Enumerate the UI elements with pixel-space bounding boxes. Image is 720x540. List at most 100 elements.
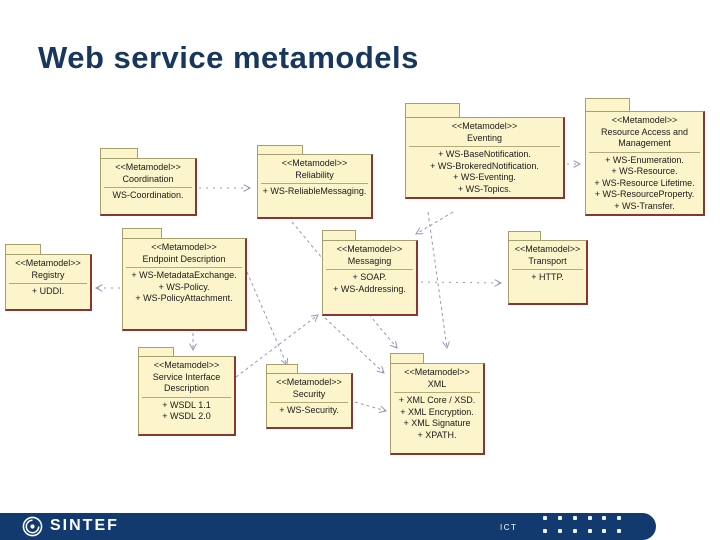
package-name: Service Interface Description xyxy=(152,371,221,394)
package-resource-access: <<Metamodel>>Resource Access and Managem… xyxy=(585,98,705,216)
package-divider xyxy=(9,283,87,284)
footer-bar: SINTEF ICT xyxy=(0,513,656,540)
package-divider xyxy=(512,269,583,270)
package-stereotype: <<Metamodel>> xyxy=(151,242,217,252)
package-tab xyxy=(100,148,138,158)
dot xyxy=(587,516,592,520)
package-item: + UDDI. xyxy=(31,286,65,296)
package-tab xyxy=(405,103,460,117)
package-item: + WS-Enumeration. xyxy=(605,154,684,165)
package-tab xyxy=(585,98,630,111)
package-eventing: <<Metamodel>>Eventing + WS-BaseNotificati… xyxy=(405,103,565,199)
package-item: + WS-ReliableMessaging. xyxy=(262,186,367,196)
package-item: + WS-Resource. xyxy=(611,166,678,176)
package-item: + WS-PolicyAttachment. xyxy=(135,293,233,303)
package-item: + HTTP. xyxy=(531,272,564,282)
package-item: + WSDL 2.0 xyxy=(162,411,211,421)
package-security: <<Metamodel>>Security + WS-Security. xyxy=(266,364,353,429)
package-item: + XML Encryption. xyxy=(400,406,474,417)
dot xyxy=(557,516,562,520)
package-xml: <<Metamodel>>XML + XML Core / XSD.+ XML E… xyxy=(390,353,485,455)
package-item: + WS-BrokeredNotification. xyxy=(430,160,539,171)
connector-eventing-to-xml xyxy=(427,211,447,348)
package-divider xyxy=(126,267,242,268)
package-stereotype: <<Metamodel>> xyxy=(336,244,403,254)
package-item: + WS-Security. xyxy=(279,405,339,415)
dot xyxy=(617,516,622,520)
package-name: Security xyxy=(292,388,326,399)
connector-eventing-to-messaging xyxy=(416,211,454,234)
brand-name: SINTEF xyxy=(50,517,119,534)
dot xyxy=(572,529,577,533)
package-divider xyxy=(261,183,368,184)
package-tab xyxy=(266,364,298,373)
package-divider xyxy=(142,396,231,398)
dot xyxy=(572,516,577,520)
package-name: Endpoint Description xyxy=(142,253,226,264)
package-stereotype: <<Metamodel>> xyxy=(611,115,678,125)
dot xyxy=(617,529,622,533)
package-name: XML xyxy=(427,378,447,389)
package-name: Registry xyxy=(31,269,65,280)
connector-security-to-xml xyxy=(354,401,386,411)
package-name: Reliability xyxy=(295,169,334,180)
package-item: + WS-Eventing. xyxy=(453,172,516,182)
connector-messaging-to-transport xyxy=(420,282,501,283)
package-transport: <<Metamodel>>Transport + HTTP. xyxy=(508,231,588,305)
package-tab xyxy=(257,145,303,154)
package-name: Transport xyxy=(528,255,567,266)
package-item: + WS-Transfer. xyxy=(614,200,675,211)
package-tab xyxy=(138,347,174,356)
package-divider xyxy=(409,146,560,147)
package-item: + SOAP. xyxy=(352,272,387,282)
package-tab xyxy=(390,353,424,363)
dot xyxy=(557,529,562,533)
dot xyxy=(602,516,607,520)
package-item: + XML Signature xyxy=(403,418,471,428)
package-item: + WS-MetadataExchange. xyxy=(131,270,237,280)
package-divider xyxy=(394,392,480,393)
package-item: + WS-Addressing. xyxy=(333,283,406,294)
package-stereotype: <<Metamodel>> xyxy=(404,367,470,377)
dots-decoration xyxy=(543,516,623,536)
package-name: Messaging xyxy=(347,255,392,266)
package-divider xyxy=(589,151,700,153)
package-stereotype: <<Metamodel>> xyxy=(514,244,581,254)
package-stereotype: <<Metamodel>> xyxy=(153,360,220,370)
package-item: WS-Coordination. xyxy=(112,190,184,200)
package-tab xyxy=(122,228,162,238)
package-stereotype: <<Metamodel>> xyxy=(276,377,342,387)
package-name: Coordination xyxy=(122,173,174,184)
package-service-interface-description: <<Metamodel>>Service Interface Descripti… xyxy=(138,347,236,436)
package-name: Eventing xyxy=(466,132,503,143)
department-label: ICT xyxy=(500,523,518,532)
package-tab xyxy=(322,230,356,240)
package-tab xyxy=(508,231,541,240)
package-divider xyxy=(104,187,192,188)
sintef-logo-icon xyxy=(22,516,43,537)
package-name: Resource Access and Management xyxy=(600,126,689,149)
package-divider xyxy=(270,402,348,403)
package-tab xyxy=(5,244,41,254)
dot xyxy=(543,516,547,520)
package-messaging: <<Metamodel>>Messaging + SOAP.+ WS-Addres… xyxy=(322,230,418,316)
dot xyxy=(602,529,607,533)
package-item: + WS-Policy. xyxy=(158,281,210,292)
package-stereotype: <<Metamodel>> xyxy=(15,258,81,268)
package-item: + XPATH. xyxy=(417,429,457,440)
package-stereotype: <<Metamodel>> xyxy=(451,121,518,131)
package-item: + WS-BaseNotification. xyxy=(438,149,531,159)
package-item: + WSDL 1.1 xyxy=(162,399,211,410)
connector-endpoint-description-to-security xyxy=(246,271,287,365)
package-endpoint-description: <<Metamodel>>Endpoint Description + WS-Me… xyxy=(122,228,247,331)
package-item: + WS-Resource Lifetime. xyxy=(594,177,695,188)
dot xyxy=(587,529,592,533)
package-divider xyxy=(326,269,413,270)
package-item: + WS-Topics. xyxy=(457,183,512,194)
dot xyxy=(543,529,547,533)
package-item: + WS-ResourceProperty. xyxy=(594,189,695,199)
package-item: + XML Core / XSD. xyxy=(398,395,476,405)
package-stereotype: <<Metamodel>> xyxy=(115,162,181,172)
